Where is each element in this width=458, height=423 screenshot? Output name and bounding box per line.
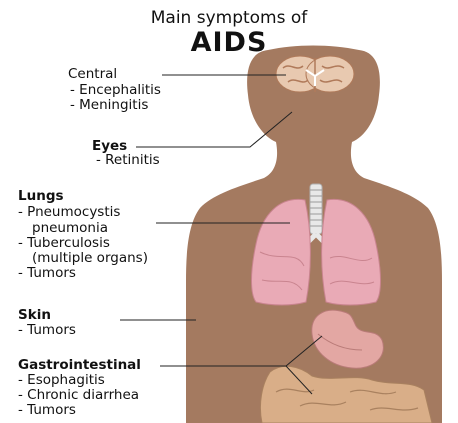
lungs-item-tumors: - Tumors — [18, 267, 76, 281]
gastro-item-chronic-diarrhea: - Chronic diarrhea — [18, 389, 139, 403]
eyes-item-retinitis: - Retinitis — [96, 154, 160, 168]
lungs-item-tuberculosis: - Tuberculosis — [18, 237, 110, 251]
skin-item-tumors: - Tumors — [18, 324, 76, 338]
skin-heading: Skin — [18, 309, 51, 323]
title-line-2: AIDS — [0, 29, 458, 56]
lungs-item-pneumocystis: - Pneumocystis — [18, 206, 120, 220]
gastro-item-tumors: - Tumors — [18, 404, 76, 418]
central-item-meningitis: - Meningitis — [70, 99, 148, 113]
lungs-item-multiple-organs: (multiple organs) — [32, 252, 148, 266]
central-item-encephalitis: - Encephalitis — [70, 84, 161, 98]
gastro-heading: Gastrointestinal — [18, 359, 141, 373]
title-line-1: Main symptoms of — [0, 10, 458, 27]
gastro-item-esophagitis: - Esophagitis — [18, 374, 105, 388]
lungs-item-pneumonia: pneumonia — [32, 222, 108, 236]
lungs-heading: Lungs — [18, 190, 64, 204]
brain — [276, 56, 354, 92]
central-heading: Central — [68, 68, 117, 82]
